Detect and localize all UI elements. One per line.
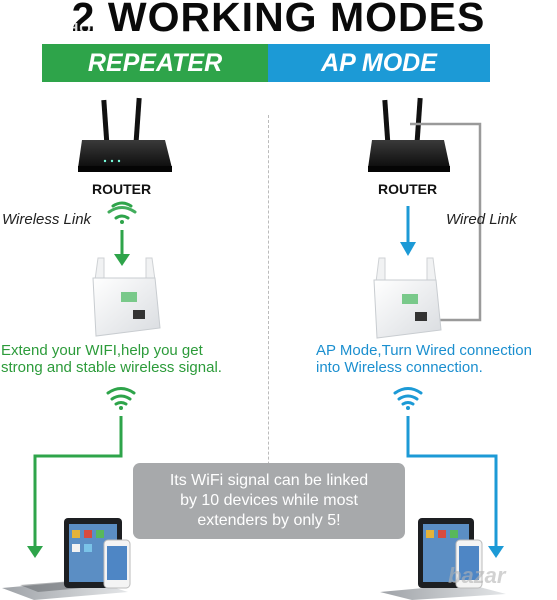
phone-icon-left bbox=[103, 539, 131, 589]
center-divider bbox=[268, 115, 269, 535]
wired-cable bbox=[410, 122, 482, 322]
arrow-down-icon-left-2 bbox=[27, 416, 123, 558]
watermark-top: TOP SHOP bbox=[18, 20, 103, 37]
repeater-description-line2: strong and stable wireless signal. bbox=[1, 359, 222, 376]
wired-link-label: Wired Link bbox=[446, 211, 517, 228]
wireless-link-label: Wireless Link bbox=[2, 211, 92, 228]
banner-ap-mode: AP MODE bbox=[268, 44, 490, 82]
router-icon-left bbox=[78, 97, 172, 172]
arrow-down-icon-right-1 bbox=[400, 206, 416, 256]
arrow-down-icon-right-2 bbox=[406, 416, 504, 558]
ap-mode-description-line2: into Wireless connection. bbox=[316, 359, 483, 376]
router-label-right: ROUTER bbox=[378, 181, 438, 197]
repeater-description: Extend your WIFI,help you get strong and… bbox=[1, 342, 222, 376]
wifi-signal-icon-left bbox=[107, 201, 137, 224]
callout-line3: extenders by only 5! bbox=[197, 512, 341, 529]
router-icon-right bbox=[368, 97, 450, 172]
page-title: 2 WORKING MODES bbox=[71, 0, 486, 40]
devices-left bbox=[2, 518, 131, 600]
wifi-signal-icon-right-2 bbox=[393, 387, 423, 410]
arrow-down-icon-left-1 bbox=[114, 230, 130, 266]
wifi-signal-icon-left-2 bbox=[106, 387, 136, 410]
range-extender-icon-left bbox=[92, 257, 161, 337]
banner-repeater: REPEATER bbox=[42, 44, 268, 82]
repeater-description-line1: Extend your WIFI,help you get bbox=[1, 342, 203, 359]
router-label-left: ROUTER bbox=[92, 181, 152, 197]
callout-line2: by 10 devices while most bbox=[180, 492, 358, 509]
devices-right bbox=[380, 518, 506, 600]
phone-icon-right bbox=[455, 539, 483, 589]
ap-mode-description: AP Mode,Turn Wired connection into Wirel… bbox=[316, 342, 532, 376]
ap-mode-description-line1: AP Mode,Turn Wired connection bbox=[316, 342, 532, 359]
watermark-bottom: bazar bbox=[448, 563, 506, 588]
range-extender-icon-right bbox=[373, 257, 442, 339]
device-count-callout: Its WiFi signal can be linked by 10 devi… bbox=[133, 463, 405, 539]
callout-line1: Its WiFi signal can be linked bbox=[169, 472, 369, 489]
